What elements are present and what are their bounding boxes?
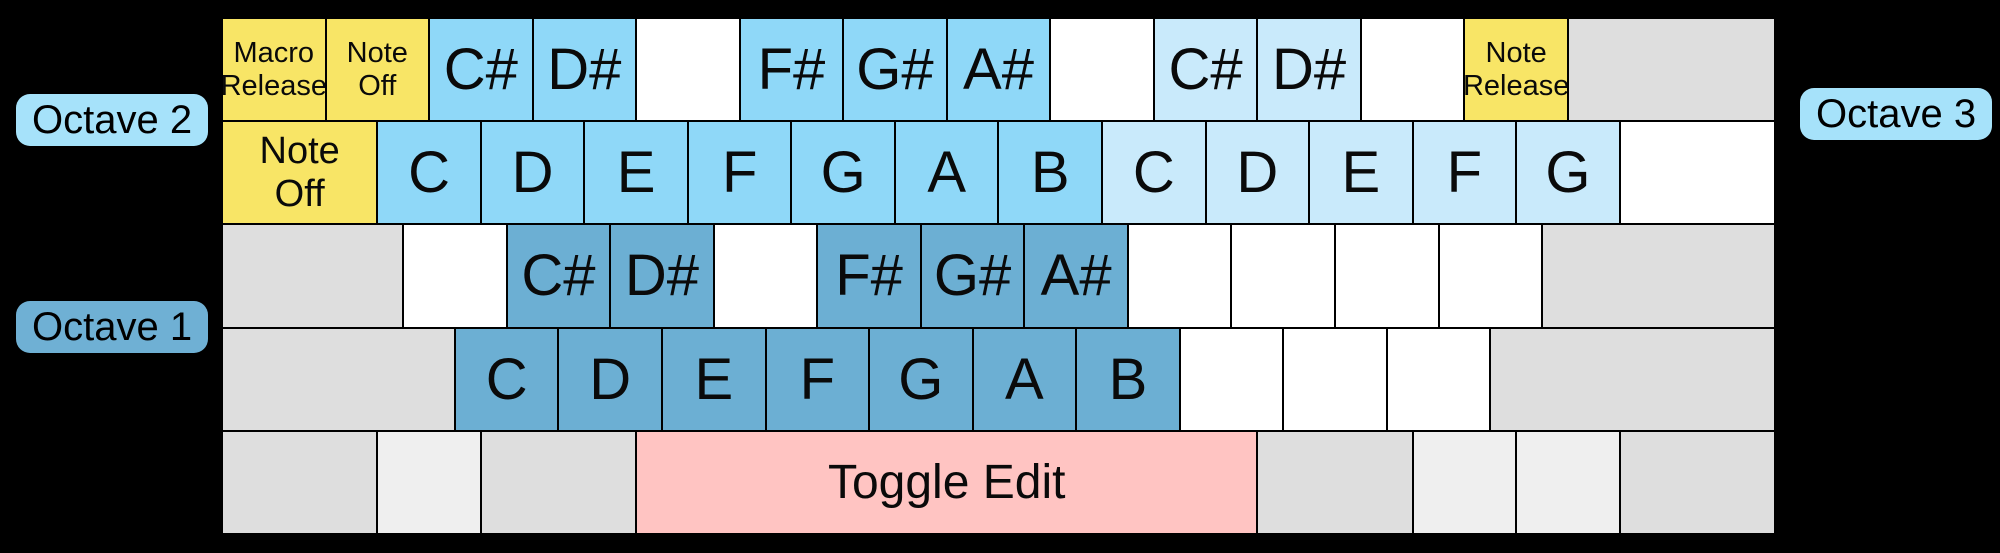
blank-key <box>1542 224 1775 328</box>
key-g-sharp-octave1: G# <box>920 224 1025 328</box>
blank-key <box>377 430 481 534</box>
key-f-octave1: F <box>765 327 870 431</box>
key-a-sharp-octave2: A# <box>946 18 1051 122</box>
key-note-release: Note Release <box>1464 18 1568 122</box>
key-c-octave3: C <box>1102 121 1206 225</box>
key-g-octave1: G <box>869 327 973 431</box>
blank-key <box>1619 121 1775 225</box>
key-e-octave2: E <box>584 121 688 225</box>
blank-key <box>403 224 507 328</box>
key-c-sharp-octave2: C# <box>429 18 533 122</box>
key-a-sharp-octave1: A# <box>1024 224 1128 328</box>
blank-key <box>222 327 455 431</box>
key-c-octave1: C <box>454 327 559 431</box>
key-d-octave1: D <box>558 327 663 431</box>
blank-key <box>1567 18 1775 122</box>
key-toggle-edit: Toggle Edit <box>636 430 1258 534</box>
blank-key <box>222 430 378 534</box>
key-a-octave2: A <box>894 121 999 225</box>
key-d-sharp-octave2: D# <box>532 18 637 122</box>
key-g-octave2: G <box>791 121 895 225</box>
key-b-octave2: B <box>998 121 1103 225</box>
blank-key <box>480 430 637 534</box>
blank-key <box>713 224 818 328</box>
blank-key <box>1179 327 1284 431</box>
key-c-sharp-octave1: C# <box>506 224 611 328</box>
blank-key <box>1412 430 1517 534</box>
key-c-sharp-octave3: C# <box>1153 18 1258 122</box>
blank-key <box>1386 327 1491 431</box>
key-e-octave1: E <box>662 327 766 431</box>
blank-key <box>222 224 404 328</box>
key-note-off-tab: Note Off <box>222 121 378 225</box>
key-d-sharp-octave3: D# <box>1257 18 1361 122</box>
blank-key <box>1438 224 1543 328</box>
blank-key <box>1516 430 1620 534</box>
octave-2-label: Octave 2 <box>16 94 209 146</box>
blank-key <box>1334 224 1439 328</box>
key-a-octave1: A <box>972 327 1077 431</box>
blank-key <box>1257 430 1413 534</box>
key-c-octave2: C <box>377 121 481 225</box>
blank-key <box>1050 18 1154 122</box>
key-g-sharp-octave2: G# <box>843 18 947 122</box>
octave-3-label: Octave 3 <box>1800 88 1993 140</box>
key-f-sharp-octave2: F# <box>739 18 844 122</box>
key-b-octave1: B <box>1076 327 1180 431</box>
key-macro-release: Macro Release <box>222 18 326 122</box>
blank-key <box>636 18 740 122</box>
key-note-off-row1: Note Off <box>325 18 430 122</box>
key-f-sharp-octave1: F# <box>817 224 921 328</box>
blank-key <box>1490 327 1775 431</box>
blank-key <box>1283 327 1387 431</box>
key-e-octave3: E <box>1309 121 1413 225</box>
key-d-octave3: D <box>1205 121 1310 225</box>
blank-key <box>1231 224 1335 328</box>
key-d-sharp-octave1: D# <box>610 224 714 328</box>
key-f-octave3: F <box>1412 121 1517 225</box>
key-d-octave2: D <box>480 121 585 225</box>
blank-key <box>1360 18 1465 122</box>
blank-key <box>1619 430 1775 534</box>
key-g-octave3: G <box>1516 121 1620 225</box>
octave-1-label: Octave 1 <box>16 301 209 353</box>
blank-key <box>1127 224 1232 328</box>
key-f-octave2: F <box>687 121 792 225</box>
